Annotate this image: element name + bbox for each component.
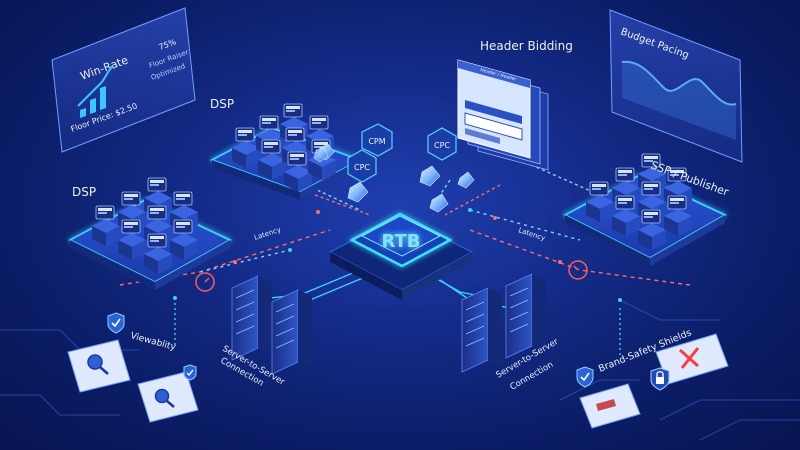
- magnifier-icon: [154, 388, 175, 408]
- bar-chart-icon: [77, 65, 113, 118]
- dsp-left-label: DSP: [72, 185, 96, 199]
- stopwatch-icon: [568, 260, 588, 280]
- crystal-icon: [313, 143, 475, 213]
- shield-check-icon: [183, 364, 197, 381]
- lock-icon: [650, 367, 670, 391]
- rtb-label: RTB: [381, 231, 420, 252]
- viewability-section: Viewablity: [67, 312, 199, 423]
- brand-safety-section: Brand-Safety Shields: [576, 327, 729, 429]
- shield-check-icon: [576, 366, 594, 388]
- shield-check-icon: [107, 312, 125, 334]
- latency-label-left: Latency: [253, 226, 282, 242]
- cpc-badge-left: CPC: [347, 149, 377, 183]
- budget-pacing-panel: Budget Pacing: [609, 9, 743, 163]
- latency-label-right: Latency: [517, 226, 546, 242]
- header-bidding-windows: Header Bidding Header / Header: [457, 39, 573, 171]
- signal-dots: [233, 210, 562, 264]
- ssp-platform: SSP / Publisher: [563, 153, 731, 266]
- stopwatch-icon: [195, 272, 215, 292]
- wave-chart-icon: [621, 60, 737, 106]
- svg-text:CPC: CPC: [354, 163, 370, 172]
- win-rate-panel: Win-Rate 75% Floor Raiser Optimized Floo…: [51, 7, 196, 153]
- magnifier-icon: [87, 354, 109, 375]
- svg-text:CPM: CPM: [368, 137, 385, 146]
- dsp-top-label: DSP: [210, 97, 234, 111]
- close-icon: [679, 347, 700, 369]
- svg-text:CPC: CPC: [434, 141, 450, 150]
- header-bidding-title: Header Bidding: [480, 39, 573, 53]
- server-racks-right: Server-to-Server Connection: [461, 273, 561, 393]
- dsp-top-platform: DSP: [209, 97, 363, 200]
- cpm-badge: CPM: [361, 123, 393, 157]
- server-racks-left: Server-to-Server Connection: [219, 275, 312, 389]
- cpc-badge-right: CPC: [427, 127, 457, 161]
- rtb-hub: RTB: [328, 212, 474, 300]
- dsp-left-platform: DSP: [68, 177, 232, 290]
